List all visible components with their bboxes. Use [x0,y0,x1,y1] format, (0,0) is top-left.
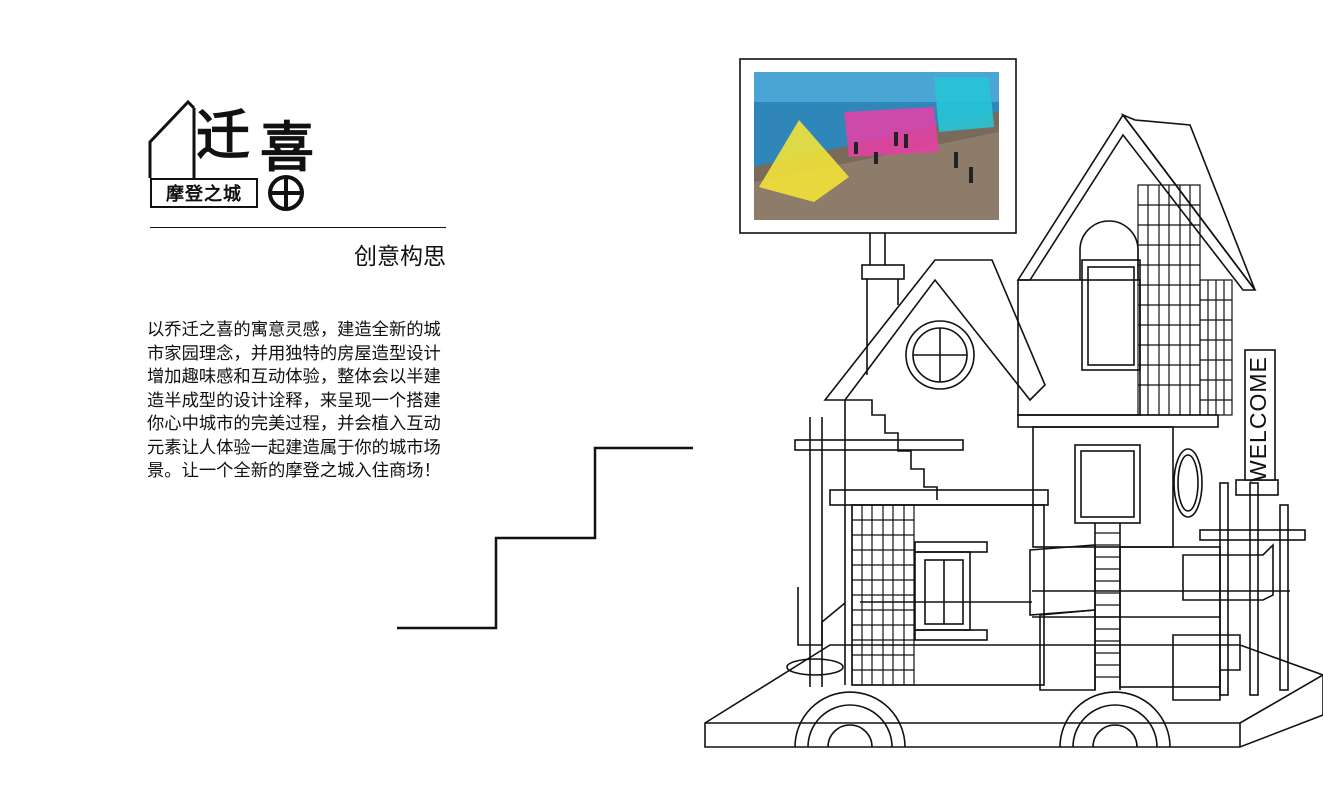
photo-image-icon [754,72,999,220]
description-text: 以乔迁之喜的寓意灵感，建造全新的城市家园理念，并用独特的房屋造型设计增加趣味感和… [147,320,441,481]
title-divider [150,227,446,228]
installation-photo [754,72,999,220]
logo-char-1: 迁 [196,103,250,167]
section-title: 创意构思 [354,244,446,270]
stairs-line-icon [397,446,693,630]
logo-subtitle: 摩登之城 [150,178,258,208]
logo: 迁 喜 摩登之城 [148,100,328,215]
welcome-sign: WELCOME [1245,356,1271,482]
logo-char-2: 喜 [260,115,314,179]
logo-roof-icon [148,100,304,211]
